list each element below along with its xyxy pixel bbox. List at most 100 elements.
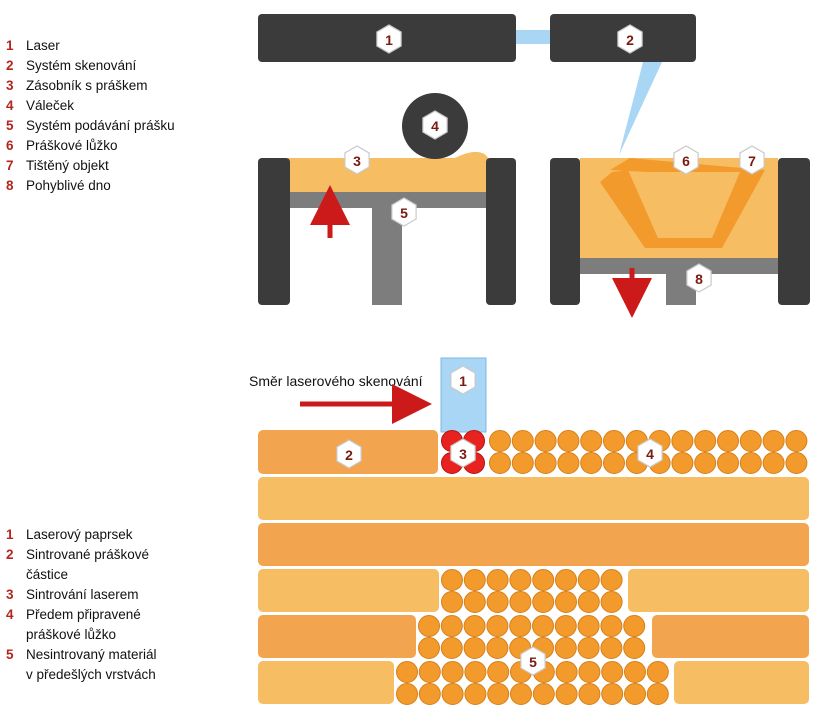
unsintered-particle (600, 591, 623, 613)
powder-particle (489, 452, 511, 474)
unsintered-particle (623, 615, 646, 637)
unsintered-particle (532, 615, 554, 637)
legend-number: 5 (6, 118, 14, 133)
badge-unsintered-material-label: 5 (529, 654, 537, 670)
unsintered-particle (510, 683, 532, 705)
unsintered-particle (509, 615, 532, 637)
powder-particle (694, 430, 717, 452)
powder-particle (785, 430, 808, 452)
unsintered-particle (509, 569, 532, 591)
unsintered-particle (577, 591, 600, 613)
powder-particle (580, 452, 603, 474)
laser-beam-cone (619, 62, 662, 155)
unsintered-particle (418, 661, 441, 683)
legend-number: 1 (6, 527, 14, 542)
legend-text: Sintrování laserem (26, 587, 139, 602)
unsintered-particle (554, 637, 577, 659)
powder-particle (762, 430, 785, 452)
powder-particle (739, 452, 762, 474)
legend-number: 8 (6, 178, 14, 193)
unsintered-particle (463, 591, 486, 613)
unsintered-particle (600, 569, 623, 591)
top-legend-item: 8 Pohyblivé dno (6, 176, 175, 196)
badge-laser-sintering-label: 3 (459, 446, 467, 462)
powder-particle (534, 452, 557, 474)
unsintered-particle (486, 615, 509, 637)
scan-direction-label: Směr laserového skenování (249, 373, 423, 389)
badge-powder-feed-label: 5 (400, 205, 408, 221)
unsintered-particle (623, 637, 646, 659)
top-legend-item: 2 Systém skenování (6, 56, 175, 76)
unsintered-particle (440, 637, 463, 659)
unsintered-particle (464, 683, 487, 705)
build-left-wall (550, 158, 580, 305)
unsintered-particle (646, 683, 669, 705)
powder-particle (717, 452, 739, 474)
feed-right-wall (486, 158, 516, 305)
unsintered-particle (555, 661, 578, 683)
powder-reservoir (288, 151, 492, 192)
powder-particle (489, 430, 511, 452)
top-legend-item: 7 Tištěný objekt (6, 156, 175, 176)
powder-particle (534, 430, 557, 452)
legend-number: 7 (6, 158, 14, 173)
unsintered-particle (578, 661, 601, 683)
legend-text: Pohyblivé dno (26, 178, 111, 193)
badge-printed-object-hexagon (739, 145, 765, 175)
powder-particle (603, 452, 625, 474)
badge-laser-beam-hexagon (450, 365, 476, 395)
badge-roller-hexagon (422, 110, 448, 140)
layer-row-1 (258, 477, 809, 520)
legend-text: Tištěný objekt (26, 158, 109, 173)
powder-particle (671, 452, 694, 474)
unsintered-particle (532, 569, 555, 591)
laser-machine (258, 14, 696, 155)
unsintered-particle (441, 683, 464, 705)
unsintered-particle (464, 661, 487, 683)
badge-scanner-hexagon (617, 24, 643, 54)
legend-number: 1 (6, 38, 14, 53)
unsintered-particle (577, 569, 600, 591)
powder-particle (557, 452, 580, 474)
unsintered-particle (463, 637, 486, 659)
layer-row-4-right (652, 615, 809, 658)
badge-laser-beam-label: 1 (459, 373, 467, 389)
badge-roller-label: 4 (431, 118, 439, 134)
build-chamber (550, 158, 810, 318)
unsintered-particle (555, 683, 578, 705)
unsintered-particle (555, 591, 577, 613)
legend-number: 3 (6, 78, 14, 93)
printed-object (600, 158, 765, 248)
bottom-legend-item: 3 Sintrování laserem (6, 585, 157, 605)
layer-row-3-right (628, 569, 809, 612)
unsintered-particle (441, 661, 464, 683)
unsintered-particle (601, 661, 624, 683)
badge-powder-feed-hexagon (391, 197, 417, 227)
unsintered-particle (418, 683, 441, 705)
legend-text: Sintrované práškové částice (26, 547, 150, 582)
badge-build-platform-hexagon (686, 263, 712, 293)
unsintered-particle (532, 683, 555, 705)
powder-particle (557, 430, 580, 452)
unsintered-particle (440, 615, 463, 637)
unsintered-particle (532, 591, 555, 613)
unsintered-particle (487, 683, 510, 705)
legend-text: Systém skenování (26, 58, 137, 73)
unsintered-particle (624, 661, 646, 683)
legend-number: 3 (6, 587, 14, 602)
powder-particle (739, 430, 762, 452)
unsintered-particle (600, 615, 623, 637)
legend-number: 2 (6, 58, 14, 73)
legend-text: Práškové lůžko (26, 138, 118, 153)
unsintered-particle (441, 591, 463, 613)
powder-particle (580, 430, 603, 452)
badge-laser-label: 1 (385, 32, 393, 48)
legend-number: 2 (6, 547, 14, 562)
